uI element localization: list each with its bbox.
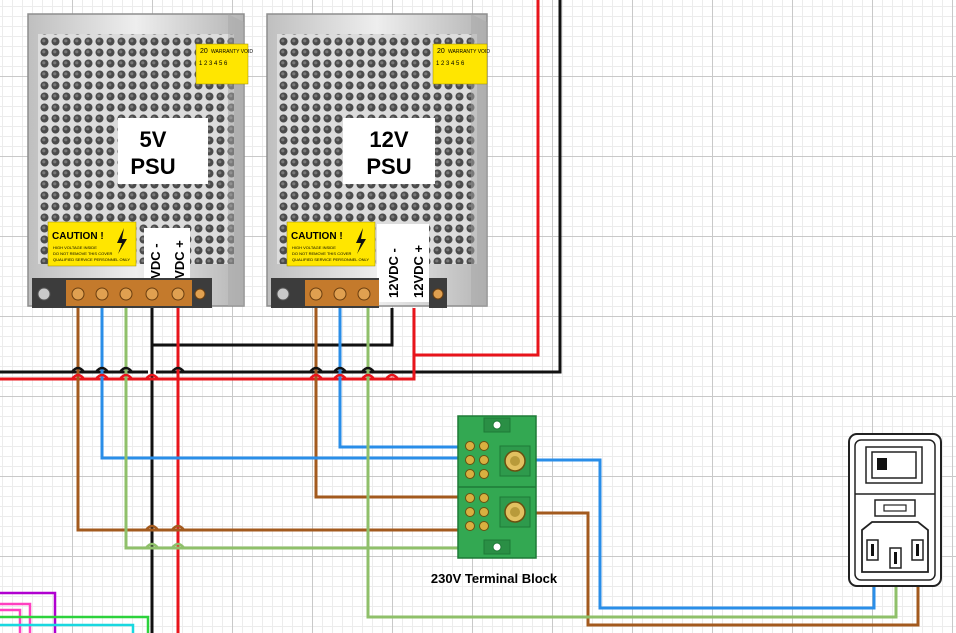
brown-wire: [76, 305, 458, 532]
blue-wire: [535, 458, 876, 610]
blue-wire: [100, 305, 458, 460]
psu-5v-warranty-num: 20: [200, 48, 208, 55]
lightning-icon: [356, 228, 366, 254]
psu-5v-label-line1: 5V: [140, 127, 167, 152]
psu-12v-caution-title: CAUTION !: [291, 231, 343, 242]
pin-contact: [894, 552, 897, 564]
psu-5v[interactable]: 20 WARRANTY VOID 1 2 3 4 5 6 5V PSU CAUT…: [27, 13, 253, 308]
wires: [0, 0, 920, 633]
psu-12v-label-line2: PSU: [366, 154, 411, 179]
psu-5v-label-box: [118, 118, 208, 184]
psu-12v-caution-sticker: CAUTION ! HIGH VOLTAGE INSIDE DO NOT REM…: [286, 221, 376, 267]
psu-5v-warranty-text: WARRANTY VOID: [211, 49, 253, 55]
lightning-icon: [117, 228, 127, 254]
black-wire: [156, 0, 562, 374]
psu-12v-terminal-strip: [271, 278, 447, 308]
psu-12v-warranty-sticker: 20 WARRANTY VOID 1 2 3 4 5 6: [432, 43, 490, 85]
bottom-left-wires: [0, 591, 150, 633]
terminal-block-big-screw-bottom-inner: [510, 507, 520, 517]
power-switch-indicator: [877, 458, 887, 470]
psu-5v-caution-line3: QUALIFIED SERVICE PERSONNEL ONLY: [53, 257, 130, 262]
psu-12v-label-box: [343, 118, 435, 184]
blue-wire: [338, 305, 458, 449]
psu-12v-caution-line2: DO NOT REMOVE THIS COVER: [292, 251, 352, 256]
green-wire: [124, 305, 458, 550]
terminal-block-screws: [465, 441, 489, 531]
brown-wire: [314, 305, 458, 499]
psu-12v-warranty-num: 20: [437, 48, 445, 55]
psu-5v-terminal-strip: [32, 278, 212, 308]
psu-5v-warranty-sticker: 20 WARRANTY VOID 1 2 3 4 5 6: [195, 43, 253, 85]
psu-12v[interactable]: 20 WARRANTY VOID 1 2 3 4 5 6 12V PSU CAU…: [266, 13, 490, 308]
psu-12v-side-bevel: [471, 14, 487, 306]
psu-5v-caution-title: CAUTION !: [52, 231, 104, 242]
black-wire: [152, 308, 394, 347]
terminal-block-230v[interactable]: 230V Terminal Block: [431, 415, 558, 586]
psu-12v-label-line1: 12V: [369, 127, 408, 152]
wire-crossings: [71, 366, 399, 549]
psu-12v-terminal-plus: 12VDC +: [411, 244, 426, 298]
psu-5v-side-bevel: [228, 14, 244, 306]
green-wire: [366, 305, 898, 619]
pin-contact: [916, 544, 919, 556]
psu-12v-terminal-minus: 12VDC -: [386, 248, 401, 298]
psu-5v-label-line2: PSU: [130, 154, 175, 179]
psu-12v-terminal-labels: 12VDC - 12VDC +: [377, 224, 429, 302]
terminal-block-big-screw-top-inner: [510, 456, 520, 466]
psu-5v-terminal-minus: 5VDC -: [148, 243, 163, 286]
psu-5v-caution-sticker: CAUTION ! HIGH VOLTAGE INSIDE DO NOT REM…: [47, 221, 137, 267]
iec-power-inlet-with-switch[interactable]: [848, 433, 942, 587]
terminal-block-mount-hole: [492, 542, 502, 552]
iec-inlet-inner-frame: [854, 439, 936, 581]
psu-12v-caution-line3: QUALIFIED SERVICE PERSONNEL ONLY: [292, 257, 369, 262]
psu-12v-warranty-text: WARRANTY VOID: [448, 49, 490, 55]
terminal-block-label: 230V Terminal Block: [431, 571, 558, 586]
psu-5v-caution-line2: DO NOT REMOVE THIS COVER: [53, 251, 113, 256]
psu-5v-warranty-digits: 1 2 3 4 5 6: [199, 61, 228, 67]
psu-12v-warranty-digits: 1 2 3 4 5 6: [436, 61, 465, 67]
psu-5v-caution-line1: HIGH VOLTAGE INSIDE: [53, 245, 97, 250]
brown-wire: [535, 511, 920, 627]
terminal-block-mount-hole: [492, 420, 502, 430]
psu-5v-terminal-plus: 5VDC +: [172, 240, 187, 286]
pin-contact: [871, 544, 874, 556]
psu-12v-caution-line1: HIGH VOLTAGE INSIDE: [292, 245, 336, 250]
fuse-icon: [883, 504, 907, 512]
